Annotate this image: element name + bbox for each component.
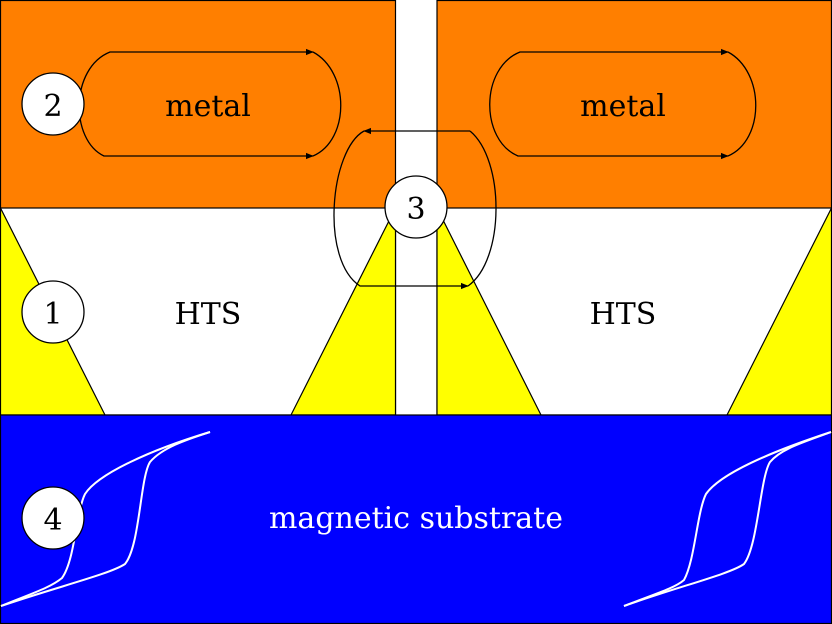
marker-2-label: 2 (43, 89, 62, 124)
metal-layer-right (436, 0, 832, 210)
hts-label-left: HTS (175, 297, 242, 332)
current-loop-right (489, 48, 757, 160)
metal-label-left: metal (165, 89, 251, 124)
current-loop-gap (333, 127, 497, 290)
marker-1: 1 (21, 280, 85, 344)
marker-4-label: 4 (43, 503, 62, 538)
marker-4: 4 (21, 486, 85, 550)
hts-label-right: HTS (590, 297, 657, 332)
marker-3-label: 3 (406, 192, 425, 227)
marker-3: 3 (384, 175, 448, 239)
hysteresis-loop-right (623, 431, 832, 607)
marker-1-label: 1 (43, 297, 62, 332)
substrate-label: magnetic substrate (269, 501, 563, 536)
marker-2: 2 (21, 72, 85, 136)
metal-label-right: metal (580, 89, 666, 124)
